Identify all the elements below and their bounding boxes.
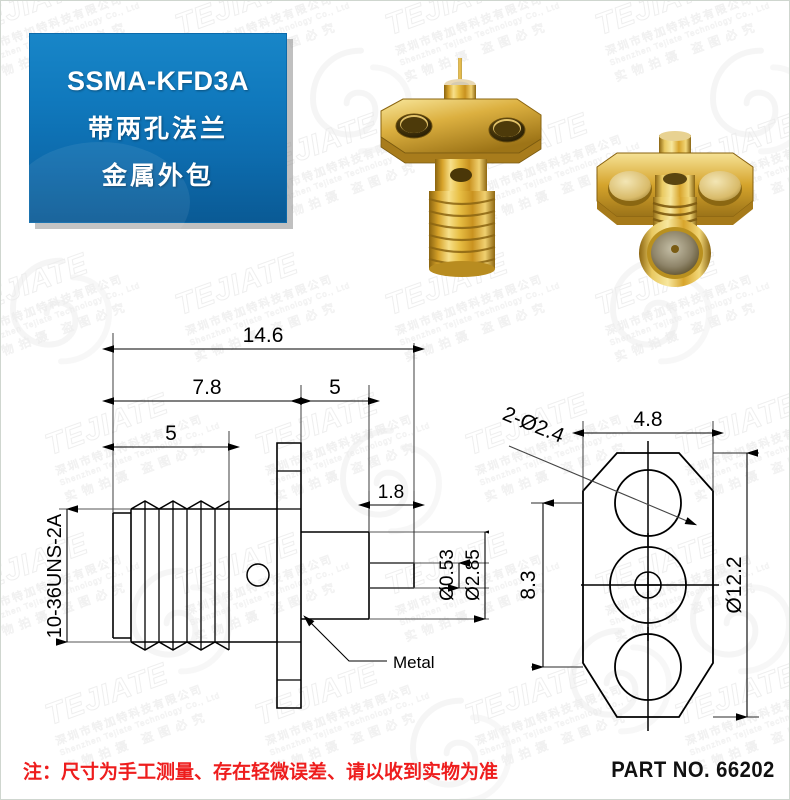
dim-to-flange-face: 7.8 [192, 376, 221, 399]
dim-hole-spacing: 8.3 [517, 570, 540, 599]
product-feature-metal-body: 金属外包 [101, 161, 214, 190]
dim-hole-spec: 2-Ø2.4 [499, 402, 567, 447]
dim-flange-width: 4.8 [633, 408, 662, 431]
dim-thread-length: 5 [165, 422, 177, 445]
product-title-card: SSMA-KFD3A 带两孔法兰 金属外包 [10, 33, 287, 262]
card-decor-swoosh [10, 142, 190, 262]
dim-body-length: 5 [329, 376, 341, 399]
callout-metal: Metal [393, 653, 435, 672]
product-feature-flange: 带两孔法兰 [87, 114, 228, 143]
flange-front-drawing: 4.8 Ø12.2 8.3 2-Ø2.4 [499, 402, 759, 731]
footer-bar: 注：尺寸为手工测量、存在轻微误差、请以收到实物为准 PART NO. 66202 [1, 749, 789, 791]
dim-pin-length: 1.8 [378, 482, 404, 503]
connector-photo-front [596, 131, 754, 287]
dim-flange-length: Ø12.2 [723, 556, 746, 613]
dim-thread-spec: 10-36UNS-2A [44, 513, 66, 638]
side-elevation-drawing: 14.6 7.8 5 5 1.8 10-36UNS-2A Ø0.53 Ø2.85… [44, 324, 489, 709]
part-number: PART NO. 66202 [611, 757, 775, 782]
dim-overall-length: 14.6 [243, 324, 284, 347]
product-model: SSMA-KFD3A [66, 65, 249, 96]
dim-pin-diameter: Ø0.53 [437, 549, 458, 601]
measurement-note: 注：尺寸为手工测量、存在轻微误差、请以收到实物为准 [23, 760, 499, 783]
dim-body-diameter: Ø2.85 [463, 549, 484, 601]
connector-photo-angled [380, 58, 542, 277]
